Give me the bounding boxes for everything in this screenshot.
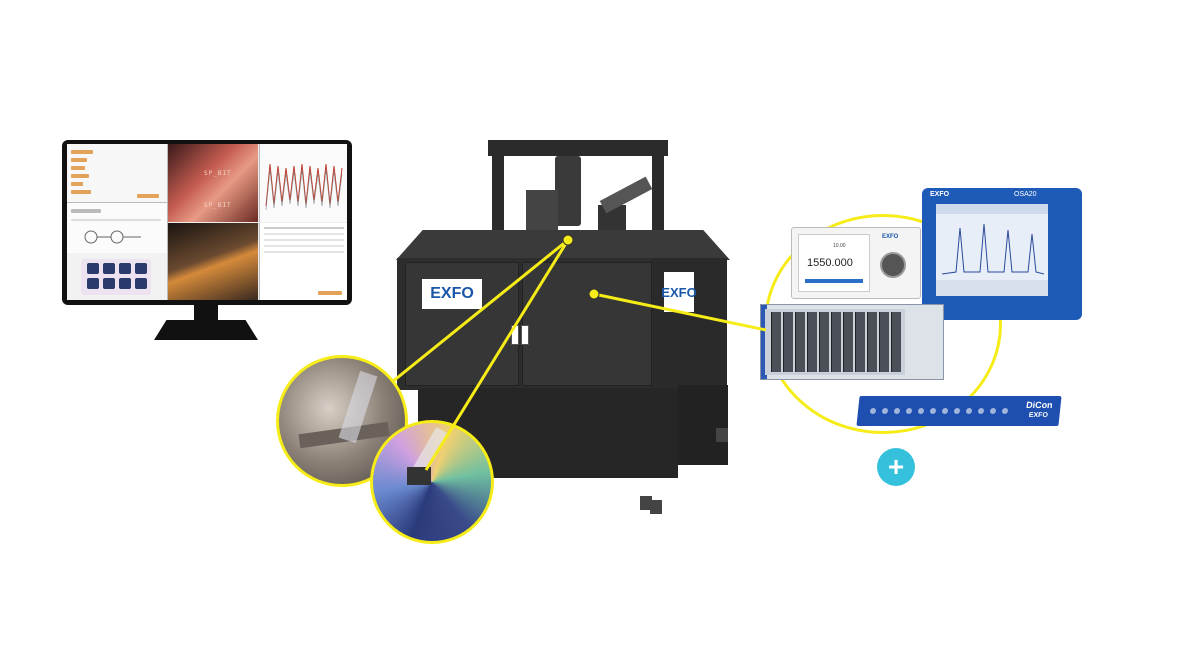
laser-wavelength-readout: 1550.000 — [807, 257, 853, 269]
exfo-logo: EXFO — [882, 234, 899, 240]
camera-view-top: SP_BIT SP_BIT — [168, 144, 258, 222]
osa-model-label: OSA20 — [1014, 191, 1037, 198]
monitor-stand — [194, 305, 218, 321]
laser-progress-bar — [805, 279, 863, 283]
zoom-detail-wafer — [370, 420, 494, 544]
exfo-logo: EXFO — [422, 279, 482, 309]
osa-screen — [936, 204, 1048, 296]
gantry-beam — [488, 140, 668, 156]
camera-label: SP_BIT — [204, 202, 232, 209]
plus-icon[interactable]: + — [877, 448, 915, 486]
cabinet-door-right — [522, 262, 652, 386]
probe-positioner-left — [526, 190, 558, 232]
probe-arm-right — [599, 176, 653, 214]
gantry-leg-right — [652, 154, 664, 234]
monitor-screen: SP_BIT SP_BIT — [67, 144, 347, 300]
spectrum-plot — [265, 163, 343, 211]
station-tabletop — [396, 230, 730, 260]
spectrum-plot-panel — [259, 144, 347, 222]
software-panel-config — [67, 203, 168, 253]
laser-knob — [880, 252, 906, 278]
door-handle — [521, 325, 529, 345]
camera-view-bottom — [168, 223, 258, 300]
leveling-foot — [716, 428, 728, 442]
exfo-logo: EXFO — [661, 272, 697, 312]
optical-switch: DiCon EXFO — [856, 396, 1062, 426]
leveling-foot — [650, 500, 662, 514]
optical-spectrum-analyzer: EXFO OSA20 — [922, 188, 1082, 320]
mainframe-frame — [761, 305, 767, 379]
cabinet-lower-side — [678, 385, 728, 465]
data-table-panel — [259, 223, 347, 300]
device-map-panel — [67, 253, 168, 300]
switch-label: DiCon EXFO — [1025, 400, 1054, 420]
camera-label: SP_BIT — [204, 170, 232, 177]
laser-power-readout: 10.00 — [833, 243, 846, 249]
software-panel-controls — [67, 144, 168, 203]
test-mainframe — [760, 304, 944, 380]
exfo-logo: EXFO — [930, 191, 950, 198]
monitor: SP_BIT SP_BIT — [62, 140, 352, 305]
monitor-base — [154, 320, 258, 340]
microscope — [555, 156, 581, 226]
leveling-foot — [640, 496, 652, 510]
switch-brand: DiCon — [1025, 400, 1054, 410]
door-handle — [511, 325, 519, 345]
gantry-leg-left — [492, 154, 504, 234]
module-bay — [765, 309, 905, 375]
laser-display: 10.00 1550.000 — [798, 234, 870, 292]
tunable-laser: 10.00 1550.000 EXFO — [791, 227, 921, 299]
exfo-logo: EXFO — [1028, 412, 1049, 419]
